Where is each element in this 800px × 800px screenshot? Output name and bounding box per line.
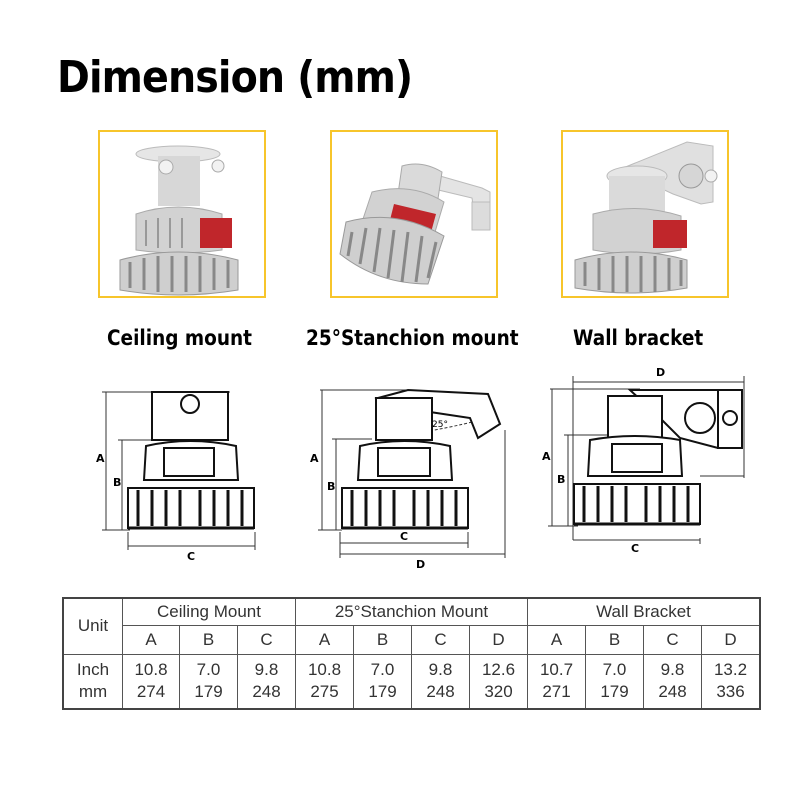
ceiling-mount-drawing: A B C <box>90 380 270 570</box>
wall-bracket-photo <box>561 130 729 298</box>
col-header: C <box>411 624 470 655</box>
unit-header: Unit <box>62 597 123 655</box>
dim-label-a: A <box>96 452 105 465</box>
col-header: B <box>585 624 644 655</box>
wall-bracket-drawing: A B C D <box>530 360 760 560</box>
group-header-stanchion-mount: 25°Stanchion Mount <box>295 597 528 626</box>
col-header: A <box>122 624 180 655</box>
dim-label-c: C <box>400 530 409 543</box>
caption-stanchion-mount: 25°Stanchion mount <box>306 326 519 350</box>
dim-label-a: A <box>542 450 551 463</box>
group-header-ceiling-mount: Ceiling Mount <box>122 597 296 626</box>
page-title: Dimension (mm) <box>57 52 413 103</box>
dimension-table: Unit Ceiling Mount 25°Stanchion Mount Wa… <box>62 597 761 710</box>
col-header: B <box>179 624 238 655</box>
dim-label-d: D <box>656 366 666 379</box>
col-header: A <box>295 624 354 655</box>
ceiling-mount-light-icon <box>119 145 239 296</box>
dim-label-b: B <box>113 476 122 489</box>
wall-bracket-dimension-icon <box>548 376 745 544</box>
ceiling-mount-photo <box>98 130 266 298</box>
col-header: D <box>469 624 528 655</box>
dim-label-d: D <box>416 558 426 571</box>
col-header: A <box>527 624 586 655</box>
wall-bracket-light-icon <box>574 141 718 294</box>
group-header-wall-bracket: Wall Bracket <box>527 597 761 626</box>
stanchion-mount-drawing: A B C D 25° <box>300 380 520 575</box>
angle-label: 25° <box>432 420 448 430</box>
dim-label-c: C <box>187 550 196 563</box>
dim-label-b: B <box>327 480 336 493</box>
dim-label-c: C <box>631 542 640 555</box>
col-header: C <box>237 624 296 655</box>
dim-label-b: B <box>557 473 566 486</box>
caption-ceiling-mount: Ceiling mount <box>107 326 253 350</box>
col-header: D <box>701 624 761 655</box>
dim-label-a: A <box>310 452 319 465</box>
stanchion-mount-light-icon <box>339 163 491 285</box>
stanchion-mount-photo <box>330 130 498 298</box>
col-header: B <box>353 624 412 655</box>
col-header: C <box>643 624 702 655</box>
stanchion-mount-dimension-icon <box>318 388 506 558</box>
ceiling-mount-dimension-icon <box>102 391 256 550</box>
caption-wall-bracket: Wall bracket <box>573 326 704 350</box>
